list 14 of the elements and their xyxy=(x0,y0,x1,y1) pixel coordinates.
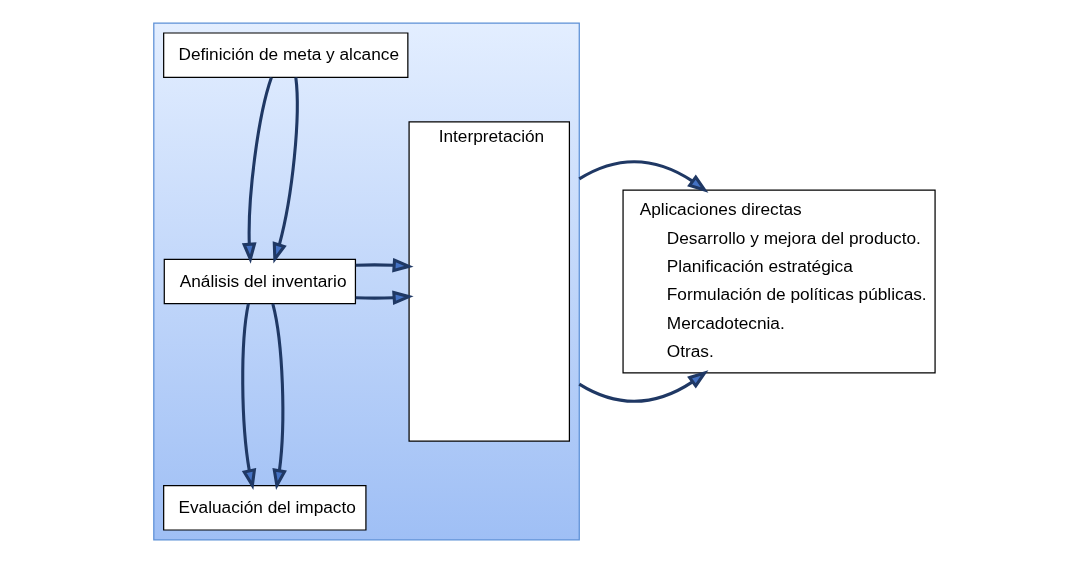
arrow xyxy=(578,370,709,403)
arrow xyxy=(355,257,414,273)
arrow xyxy=(241,77,273,264)
arrow xyxy=(355,290,414,306)
node-box: Evaluación del impacto xyxy=(163,485,367,531)
node-box: Interpretación xyxy=(408,121,571,442)
node-box: Aplicaciones directas Desarrollo y mejora del producto. Planificación estratégica Formulación de políticas públicas. Mercadotecnia. Otras. xyxy=(622,189,936,374)
arrow xyxy=(241,303,257,490)
arrow xyxy=(271,303,287,490)
node-box: Definición de meta y alcance xyxy=(163,32,409,78)
node-box: Análisis del inventario xyxy=(163,258,357,305)
cluster xyxy=(153,22,580,541)
arrow xyxy=(578,160,709,193)
arrow xyxy=(272,77,299,264)
